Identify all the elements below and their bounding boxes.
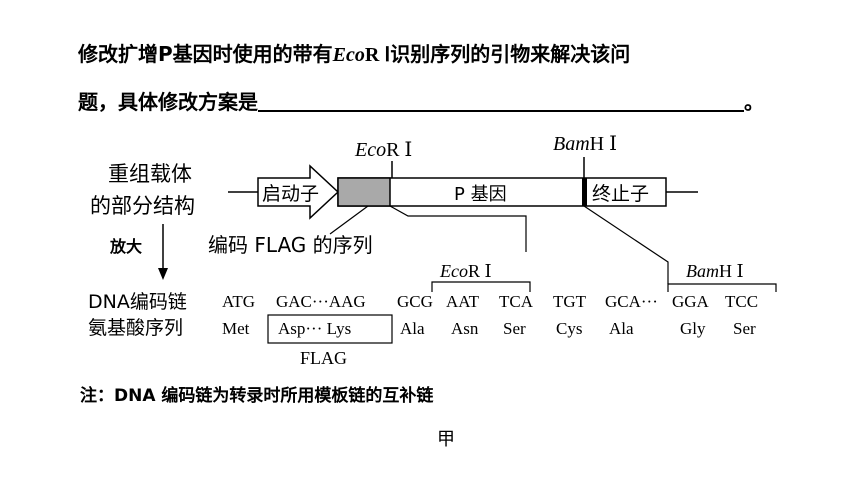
note: 注：DNA 编码链为转录时所用模板链的互补链 bbox=[80, 386, 434, 406]
question-enzyme-italic: Eco bbox=[332, 44, 365, 66]
aa-3: Ala bbox=[400, 319, 425, 338]
dna-codon-5: TCA bbox=[499, 292, 534, 311]
dna-codon-7: GCA··· bbox=[605, 292, 658, 311]
enlarge-label: 放大 bbox=[109, 237, 142, 256]
zoom-line-left bbox=[389, 205, 527, 252]
dna-codon-8: GGA bbox=[672, 292, 710, 311]
question-text-2-end: 。 bbox=[744, 90, 764, 114]
flag-label: FLAG bbox=[300, 348, 347, 368]
zoom-line-right bbox=[583, 205, 669, 284]
ecori-top-label: EcoR Ⅰ bbox=[354, 139, 412, 161]
enlarge-arrow-head bbox=[158, 268, 168, 280]
ecori-bracket bbox=[431, 281, 531, 292]
figure-label: 甲 bbox=[437, 429, 455, 450]
dna-codon-3: GCG bbox=[397, 292, 433, 311]
gene-box bbox=[337, 177, 667, 207]
answer-blank[interactable] bbox=[258, 90, 744, 112]
bamhi-site-mark bbox=[582, 178, 587, 206]
dna-codon-9: TCC bbox=[725, 292, 758, 311]
ecori-seq-label: EcoR Ⅰ bbox=[439, 261, 492, 281]
bamhi-bracket bbox=[667, 283, 777, 292]
aa-8: Gly bbox=[680, 319, 706, 338]
flag-peptide-box bbox=[267, 314, 393, 344]
dna-row-label: DNA编码链 bbox=[88, 291, 187, 313]
dna-codon-6: TGT bbox=[553, 292, 587, 311]
p-gene-label: P 基因 bbox=[454, 184, 507, 205]
terminator-label: 终止子 bbox=[592, 183, 649, 205]
aa-6: Cys bbox=[556, 319, 582, 338]
bamhi-seq-label: BamH Ⅰ bbox=[686, 261, 744, 281]
question-text-2a: 题，具体修改方案是 bbox=[78, 90, 258, 114]
question-line-2: 题，具体修改方案是 。 bbox=[78, 90, 764, 114]
flag-sequence-label: 编码 FLAG 的序列 bbox=[208, 233, 373, 257]
aa-row-label: 氨基酸序列 bbox=[88, 317, 183, 339]
flag-segment bbox=[337, 177, 391, 207]
question-enzyme-roman: R Ⅰ bbox=[364, 44, 391, 66]
aa-7: Ala bbox=[609, 319, 634, 338]
dna-codon-2: GAC···AAG bbox=[276, 292, 366, 311]
flag-label-pointer bbox=[329, 205, 369, 235]
dna-codon-1: ATG bbox=[222, 292, 255, 311]
promoter-label: 启动子 bbox=[262, 183, 319, 205]
vector-label-line-1: 重组载体 bbox=[108, 162, 192, 186]
aa-4: Asn bbox=[451, 319, 479, 338]
aa-2: Asp··· Lys bbox=[278, 319, 351, 338]
dna-codon-4: AAT bbox=[446, 292, 480, 311]
aa-9: Ser bbox=[733, 319, 756, 338]
promoter-arrow bbox=[257, 164, 340, 220]
question-text-1a: 修改扩增P基因时使用的带有 bbox=[78, 42, 333, 66]
question-text-1b: 识别序列的引物来解决该问 bbox=[390, 42, 631, 66]
question-line-1: 修改扩增P基因时使用的带有EcoR Ⅰ识别序列的引物来解决该问 bbox=[78, 42, 630, 67]
vector-label-line-2: 的部分结构 bbox=[90, 194, 195, 218]
aa-1: Met bbox=[222, 319, 250, 338]
aa-5: Ser bbox=[503, 319, 526, 338]
bamhi-top-label: BamH Ⅰ bbox=[553, 133, 617, 155]
